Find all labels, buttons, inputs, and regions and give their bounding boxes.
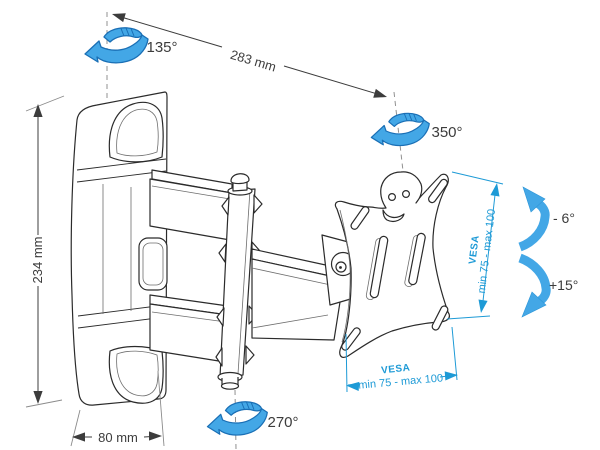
- tilt-up-label: - 6°: [553, 210, 575, 226]
- vesa-side-label: VESAmin 75 - max 100: [464, 207, 498, 294]
- swivel-350-label: 350°: [431, 124, 462, 141]
- bottom-knob: [217, 371, 243, 390]
- swivel-135-arrow-icon: [84, 27, 149, 64]
- hinge-column: [215, 173, 263, 390]
- left-eye-hole: [388, 193, 397, 202]
- span-label: 283 mm: [229, 47, 278, 75]
- smiley-face: [382, 190, 411, 223]
- wall-plate: [70, 91, 168, 406]
- tilt-up-arrow-icon: [518, 186, 550, 252]
- right-eye-hole: [402, 190, 411, 199]
- smile-slot: [382, 209, 405, 223]
- swivel-270-arrow-icon: [206, 401, 268, 436]
- tilt-down-arrow-icon: [518, 253, 551, 318]
- base-swivel-axis: [234, 389, 237, 450]
- tilt-down-label: +15°: [549, 277, 578, 293]
- dimension-depth: 80 mm: [70, 370, 165, 447]
- swivel-350-arrow-icon: [370, 112, 430, 147]
- mount-bracket-drawing: [70, 91, 450, 406]
- vesa-bottom-range: min 75 - max 100: [358, 372, 444, 391]
- swivel-270-label: 270°: [267, 414, 298, 431]
- height-label: 234 mm: [30, 237, 45, 284]
- tilt-pivot: [321, 234, 356, 306]
- center-cable-hole: [138, 237, 168, 291]
- vesa-plate: [334, 171, 450, 358]
- vesa-bottom-name: VESA: [381, 363, 411, 377]
- swivel-135-label: 135°: [146, 39, 177, 56]
- bottom-cutout: [108, 345, 164, 404]
- depth-label: 80 mm: [98, 430, 138, 445]
- dimension-vesa-side: VESAmin 75 - max 100: [446, 171, 504, 320]
- top-knob: [227, 173, 253, 196]
- lower-arm: [149, 294, 229, 363]
- extension-arm: [251, 248, 345, 341]
- dimension-height: 234 mm: [25, 95, 65, 408]
- plate-swivel-axis: [393, 91, 404, 172]
- vesa-slots: [341, 178, 449, 351]
